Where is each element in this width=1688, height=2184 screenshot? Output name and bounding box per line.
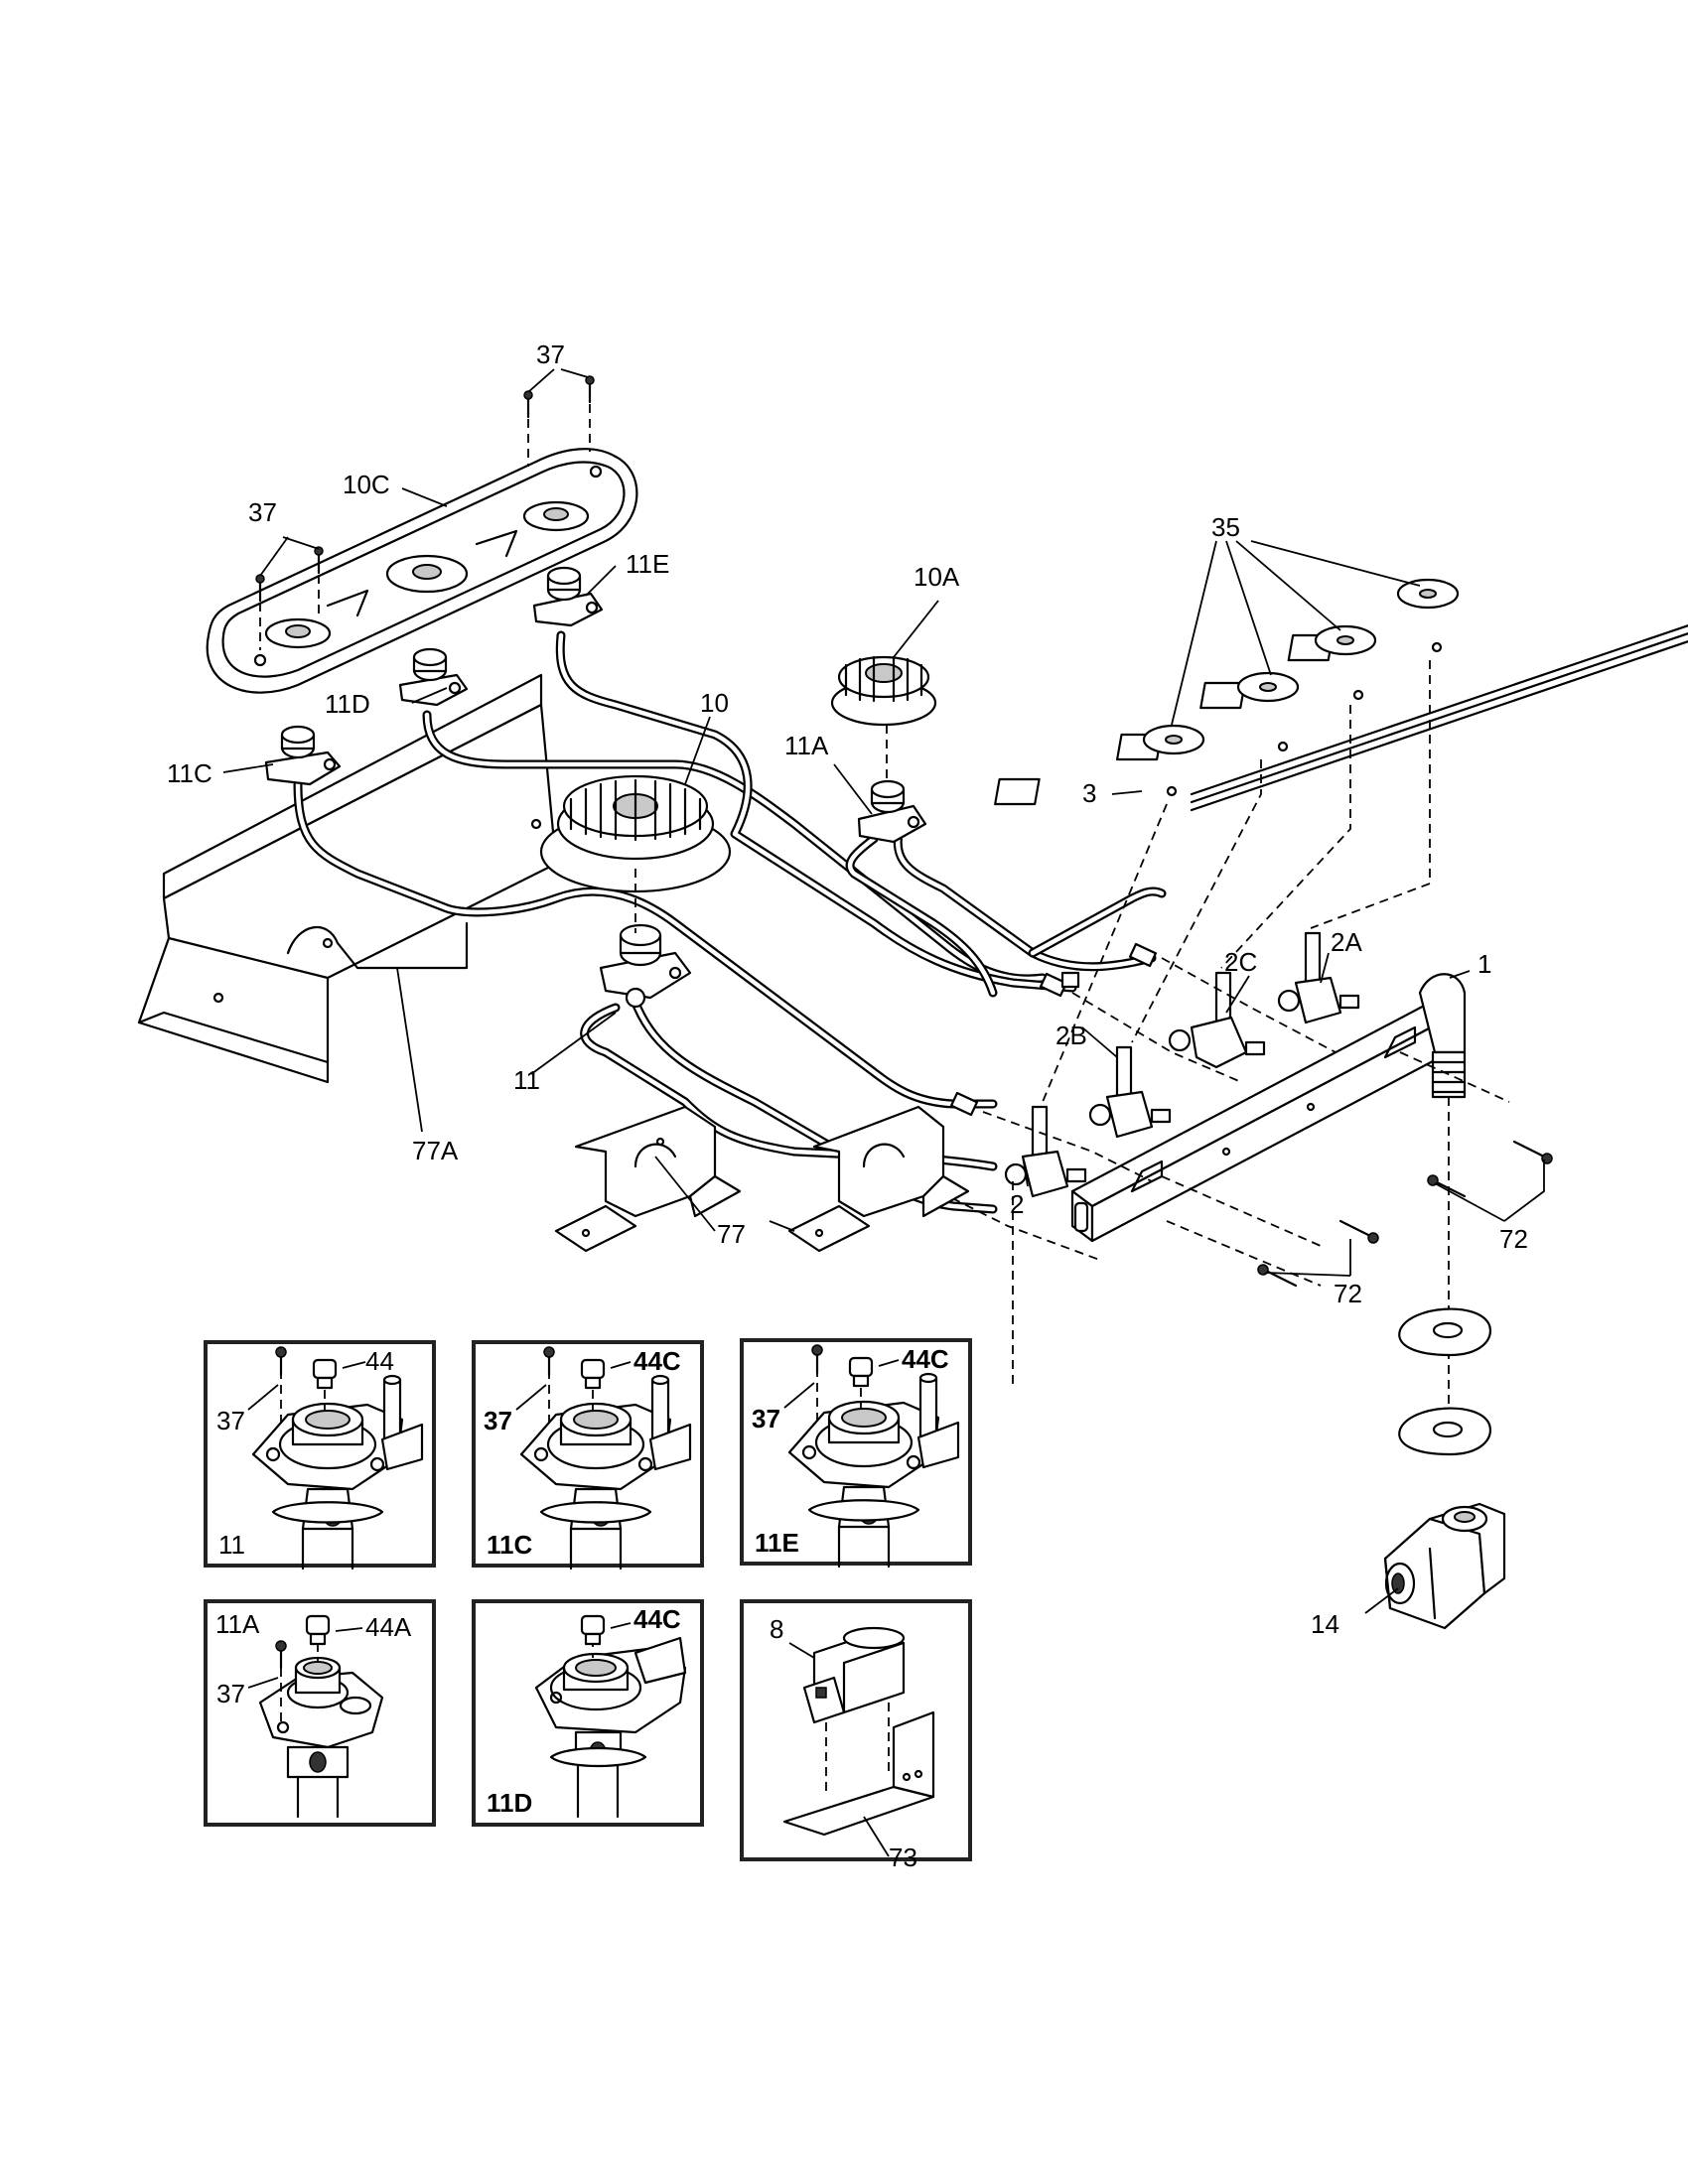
gaskets — [1398, 1307, 1492, 1456]
callout-14: 14 — [1311, 1609, 1339, 1639]
inset-11E-caption: 11E — [755, 1528, 799, 1558]
inset-11A: 11A 44A 37 — [204, 1599, 436, 1827]
inset-11-cap-label: 44 — [365, 1346, 394, 1376]
callout-10: 10 — [700, 688, 729, 718]
inset-11D-caption: 11D — [487, 1788, 532, 1818]
burner-10 — [539, 774, 732, 933]
orifice-holder-11A — [857, 779, 927, 844]
inset-11E: 44C 37 11E — [740, 1338, 972, 1569]
bracket-77-left — [554, 1105, 742, 1253]
callout-11A: 11A — [784, 731, 829, 760]
inset-11C-cap-label: 44C — [633, 1346, 681, 1376]
inset-11-caption: 11 — [218, 1530, 245, 1560]
callout-37-left: 37 — [248, 497, 277, 527]
callout-2: 2 — [1010, 1189, 1024, 1219]
valve-2A — [1277, 931, 1360, 1024]
inset-11D-cap-label: 44C — [633, 1604, 681, 1634]
alignment-lines — [898, 957, 1510, 1390]
orifice-holder-11D — [398, 647, 469, 707]
burner-10A — [830, 655, 937, 784]
inset-11A-screw-label: 37 — [216, 1679, 245, 1708]
callout-2A: 2A — [1331, 927, 1362, 957]
inset-11C-screw-label: 37 — [484, 1406, 512, 1435]
callout-77: 77 — [717, 1219, 746, 1249]
inset-11-screw-label: 37 — [216, 1406, 245, 1435]
inset-11C-caption: 11C — [487, 1530, 532, 1560]
pressure-regulator-14 — [1383, 1502, 1506, 1630]
callout-11E: 11E — [626, 549, 669, 579]
screw-37-a — [523, 390, 533, 467]
heat-shield-77A — [137, 673, 558, 1084]
inset-11E-cap-label: 44C — [902, 1344, 949, 1374]
inset-8-bracket-label: 73 — [889, 1843, 917, 1872]
callout-72-bottom: 72 — [1334, 1279, 1362, 1308]
leader-lines — [222, 368, 1545, 1614]
inset-11E-screw-label: 37 — [752, 1404, 780, 1433]
callout-1: 1 — [1477, 949, 1491, 979]
callout-35: 35 — [1211, 512, 1240, 542]
inset-8-spark-module: 8 73 — [740, 1599, 972, 1872]
screw-37-d — [314, 546, 324, 615]
callout-2B: 2B — [1055, 1021, 1087, 1050]
inset-8-part-label: 8 — [770, 1614, 783, 1644]
callout-11C: 11C — [167, 758, 212, 788]
callout-72-right: 72 — [1499, 1224, 1528, 1254]
callout-10A: 10A — [914, 562, 960, 592]
callout-77A: 77A — [412, 1136, 459, 1165]
callout-11: 11 — [513, 1065, 540, 1095]
valve-2B — [1088, 1045, 1172, 1139]
bracket-77-right — [787, 1105, 970, 1253]
orifice-holder-11E — [532, 566, 604, 627]
screw-37-b — [585, 375, 595, 452]
igniter-switches — [994, 578, 1688, 1103]
inset-11C: 44C 37 11C — [472, 1340, 704, 1570]
valve-2C — [1168, 971, 1266, 1069]
inset-11: 44 37 11 — [204, 1340, 436, 1570]
inset-11A-cap-label: 44A — [365, 1612, 412, 1642]
inset-11A-caption: 11A — [215, 1609, 260, 1639]
valve-2 — [1004, 1105, 1087, 1198]
callout-10C: 10C — [343, 470, 390, 499]
callout-3: 3 — [1082, 778, 1096, 808]
orifice-holder-11 — [599, 923, 692, 1009]
orifice-holder-11C — [264, 725, 342, 786]
burner-10C — [206, 448, 638, 694]
screws-72 — [1257, 1140, 1553, 1288]
inset-11D: 44C 11D — [472, 1599, 704, 1827]
callout-37-top: 37 — [536, 340, 565, 369]
callout-labels: 37 10C 37 11E 10A 35 11D 10 11A 11C 3 2C… — [167, 340, 1528, 1639]
callout-2C: 2C — [1224, 947, 1257, 977]
callout-11D: 11D — [325, 689, 370, 719]
